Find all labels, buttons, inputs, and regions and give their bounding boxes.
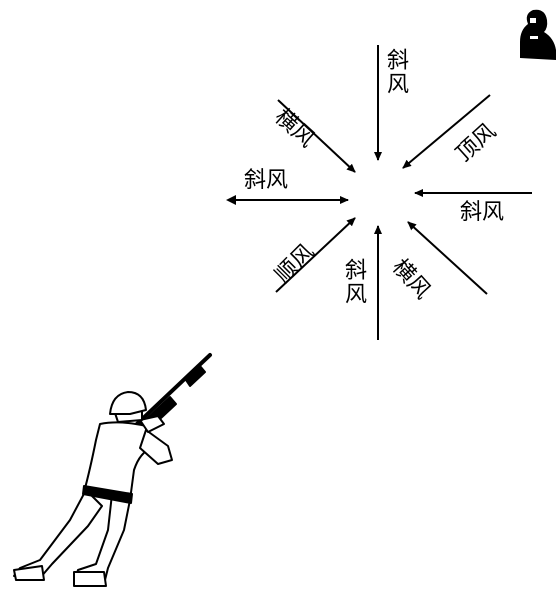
wind-arrow-left-tail	[226, 195, 236, 205]
prone-rifleman-figure	[14, 355, 210, 586]
label-top-oblique-wind: 斜风	[384, 48, 406, 96]
label-left-oblique-wind: 斜风	[244, 170, 288, 192]
target-silhouette-icon	[520, 10, 556, 60]
label-right-oblique-wind: 斜风	[460, 202, 504, 224]
label-bottom-oblique-wind: 斜风	[342, 258, 364, 306]
